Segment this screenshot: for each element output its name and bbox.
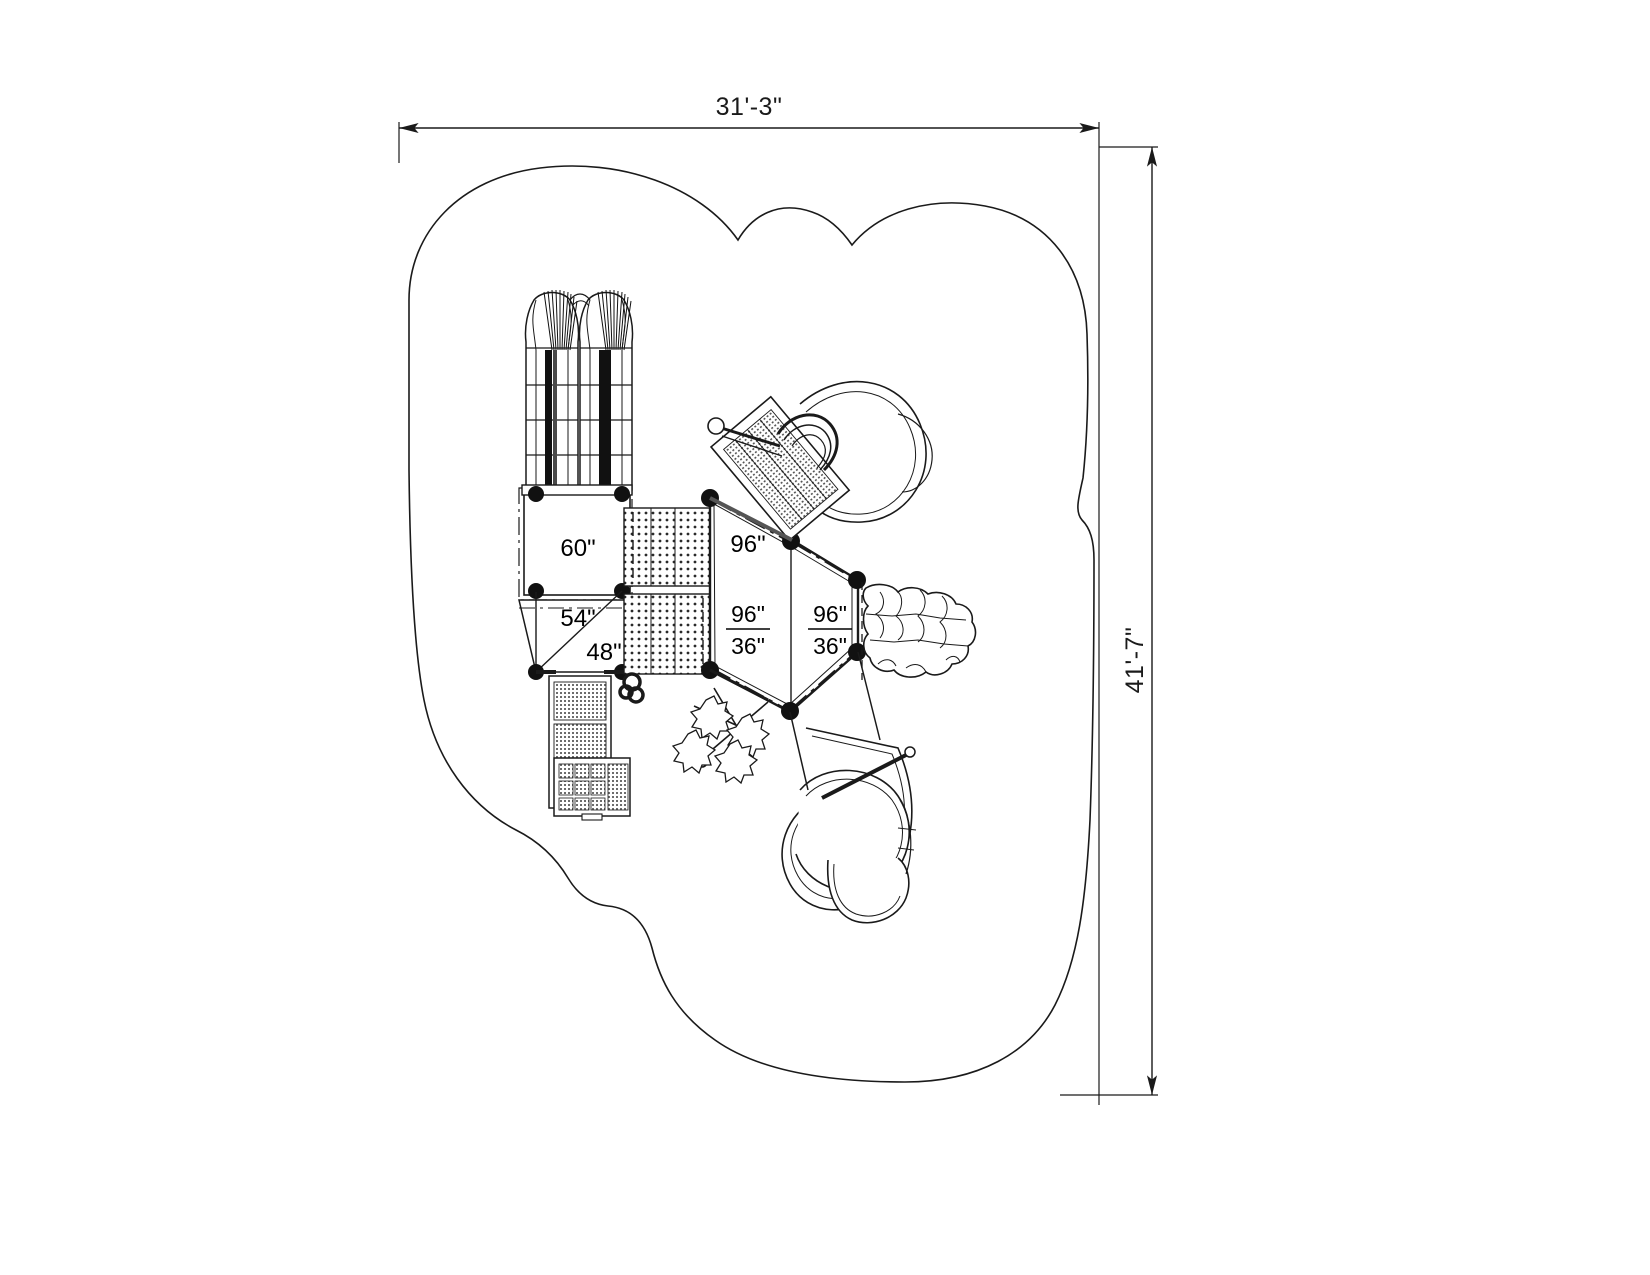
leaf-shape	[671, 695, 771, 785]
deck-96-label: 96"	[730, 531, 765, 558]
deck-96-36-right-top: 96"	[813, 601, 847, 627]
deck-60-label: 60"	[560, 535, 595, 562]
hooded-spiral-slide	[707, 380, 933, 542]
deck-54-label: 54"	[560, 605, 595, 632]
rock-climbing-wall	[861, 582, 977, 680]
dimension-lines	[398, 122, 1158, 1105]
overall-width-label: 31'-3"	[716, 93, 783, 121]
deck-96-36-right-bottom: 36"	[813, 633, 847, 659]
deck-96-36-right-group: 96" 36"	[808, 601, 852, 659]
leaf-climber	[671, 668, 771, 785]
post	[848, 571, 866, 589]
hexagonal-deck: 96" 96" 36" 96" 36"	[701, 489, 866, 720]
spinner-rings	[618, 672, 645, 704]
bridge-panel-lower	[623, 593, 711, 675]
double-tube-slide	[524, 289, 634, 491]
deck-96-36-left-top: 96"	[731, 601, 765, 627]
deck-60-group: 60"	[518, 484, 633, 601]
deck-48-label: 48"	[586, 639, 621, 666]
deck-54-group: 54" 48"	[518, 590, 633, 680]
mesh-stairs	[536, 670, 631, 821]
spiral-slide	[781, 651, 917, 924]
landing-grid	[558, 763, 629, 811]
bridge-walkway	[623, 507, 711, 675]
overall-height-label: 41'-7"	[1121, 627, 1149, 694]
deck-96-36-left-bottom: 36"	[731, 633, 765, 659]
bridge-panel-upper	[623, 507, 711, 587]
post	[781, 702, 799, 720]
deck-96-36-left-group: 96" 36"	[726, 601, 770, 659]
